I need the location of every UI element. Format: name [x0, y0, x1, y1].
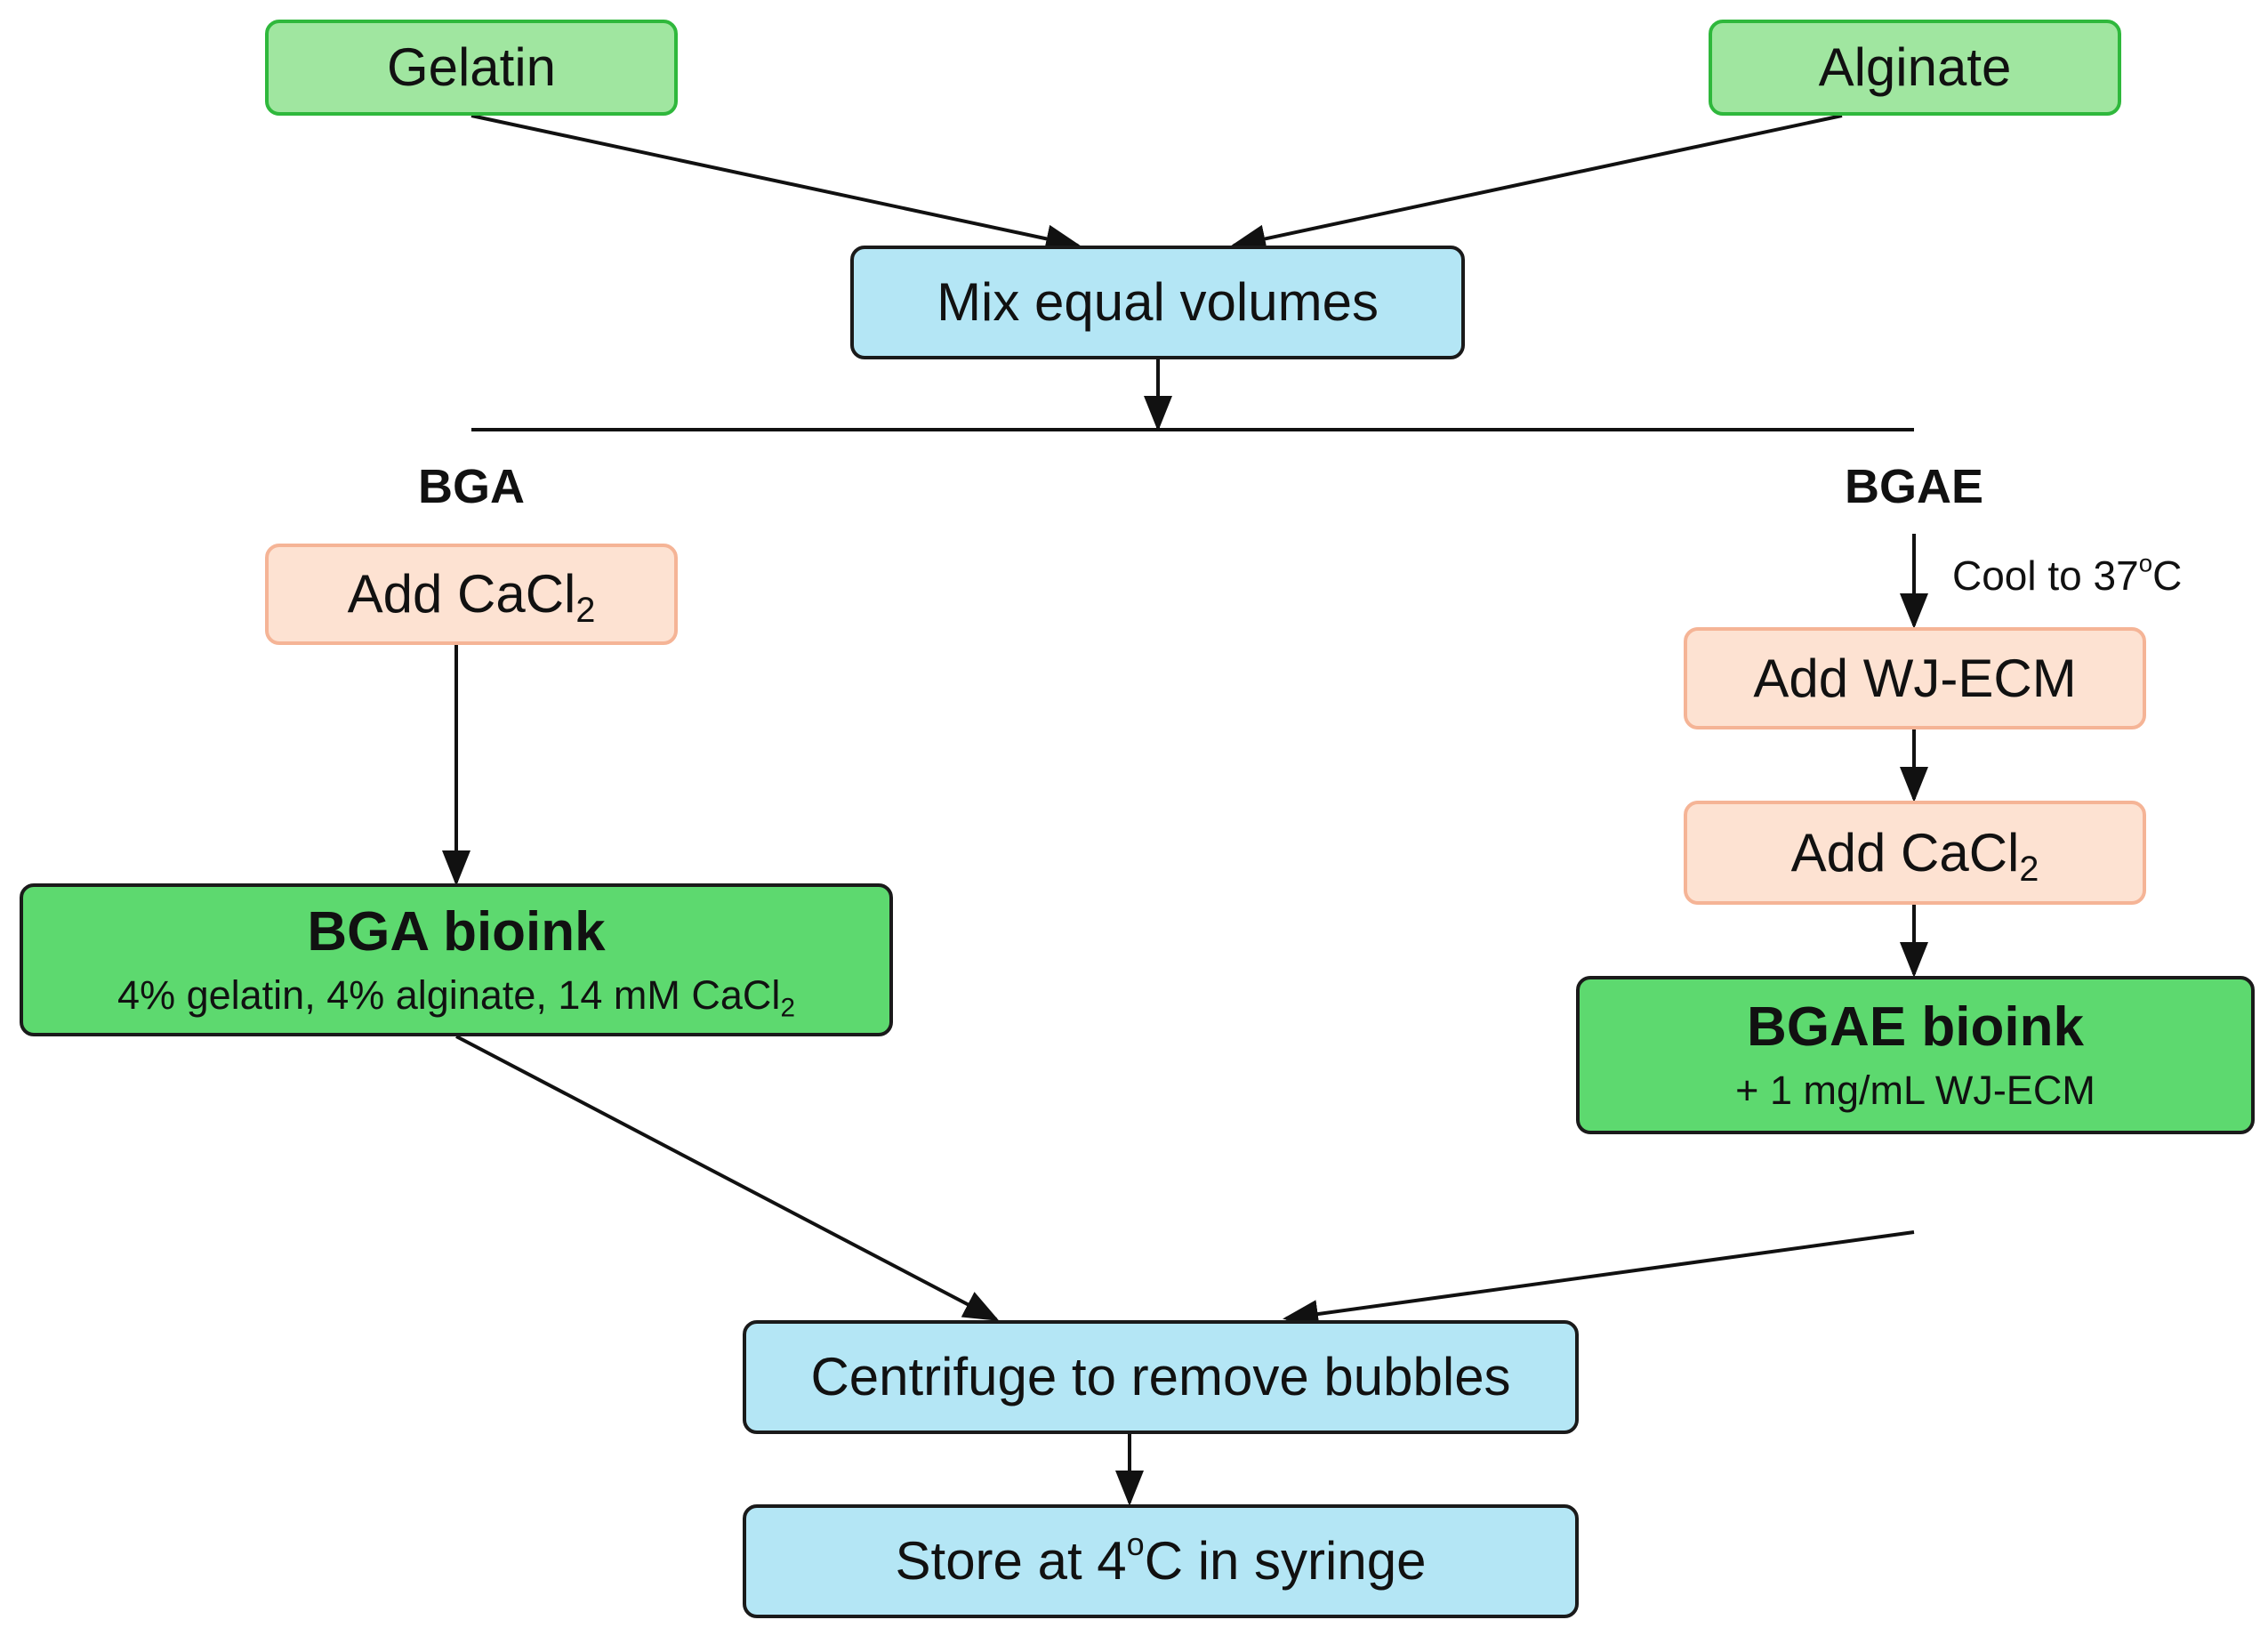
centrifuge-node: Centrifuge to remove bubbles [743, 1320, 1579, 1434]
bgae-bioink-detail: + 1 mg/mL WJ-ECM [1735, 1068, 2095, 1114]
bgae-add-cacl-node: Add CaCl2 [1684, 801, 2146, 905]
arrow-gelatin-to-mix [470, 114, 1082, 254]
centrifuge-label: Centrifuge to remove bubbles [810, 1347, 1511, 1406]
bgae-add-wj-ecm-node: Add WJ-ECM [1684, 627, 2146, 729]
bga-add-cacl-node: Add CaCl2 [265, 544, 678, 645]
bga-bioink-detail: 4% gelatin, 4% alginate, 14 mM CaCl2 [117, 972, 795, 1023]
arrow-bgae-to-centrifuge [1283, 1230, 1915, 1328]
arrow-bga-to-centrifuge [455, 1035, 1000, 1321]
gelatin-node: Gelatin [265, 20, 678, 116]
arrow-alginate-to-mix [1230, 114, 1843, 254]
bga-bioink-node: BGA bioink 4% gelatin, 4% alginate, 14 m… [20, 883, 893, 1036]
bgae-add-wj-ecm-label: Add WJ-ECM [1753, 648, 2077, 708]
store-label: Store at 4oC in syringe [895, 1526, 1427, 1591]
alginate-label: Alginate [1818, 37, 2012, 97]
bgae-bioink-node: BGAE bioink + 1 mg/mL WJ-ECM [1576, 976, 2255, 1134]
gelatin-label: Gelatin [386, 37, 557, 97]
alginate-node: Alginate [1709, 20, 2121, 116]
branch-label-bgae: BGAE [1844, 460, 1983, 513]
bgae-add-cacl-label: Add CaCl2 [1790, 822, 2039, 889]
branch-label-bga: BGA [418, 460, 525, 513]
mix-label: Mix equal volumes [937, 272, 1379, 332]
cool-annotation: Cool to 37oC [1952, 549, 2183, 599]
mix-node: Mix equal volumes [850, 246, 1465, 359]
bgae-bioink-title: BGAE bioink [1747, 996, 2084, 1059]
bga-bioink-title: BGA bioink [307, 901, 606, 963]
store-node: Store at 4oC in syringe [743, 1504, 1579, 1618]
bga-add-cacl-label: Add CaCl2 [347, 564, 596, 631]
